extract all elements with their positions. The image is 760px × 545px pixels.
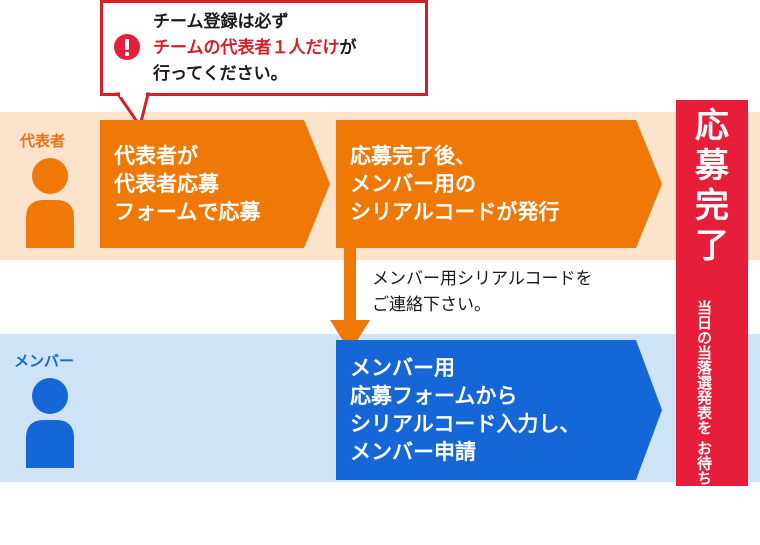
complete-char-2: 募	[695, 146, 729, 186]
step-serial-issued: 応募完了後、 メンバー用の シリアルコードが発行	[336, 120, 636, 248]
complete-char-4: 了	[695, 226, 729, 266]
notice-line-1: チーム登録は必ず	[153, 12, 289, 32]
notice-line-2: チームの代表者１人だけが	[153, 35, 357, 61]
notice-line-2-rest: が	[339, 38, 357, 58]
person-icon	[26, 158, 74, 248]
callout-tail	[115, 92, 150, 130]
contact-line-2: ご連絡下さい。	[372, 295, 491, 315]
member-step-line-3: シリアルコード入力し、	[350, 412, 581, 436]
person-icon	[26, 378, 74, 468]
arrow-right	[304, 120, 330, 248]
complete-subtitle: 当日の当落選発表を お待ち下さい。	[694, 300, 713, 545]
complete-subtitle-line-2: お待ち下さい。	[695, 440, 713, 545]
member-step-line-4: メンバー申請	[350, 440, 476, 464]
application-complete-box: 応 募 完 了 当日の当落選発表を お待ち下さい。	[676, 100, 748, 545]
step-representative-apply: 代表者が 代表者応募 フォームで応募	[100, 120, 304, 248]
contact-line-1: メンバー用シリアルコードを	[372, 269, 593, 289]
notice-callout: チーム登録は必ず チームの代表者１人だけが 行ってください。	[100, 0, 428, 96]
notice-line-3: 行ってください。	[153, 64, 288, 84]
notice-highlight: チームの代表者１人だけ	[153, 38, 340, 58]
arrow-right	[636, 340, 662, 480]
exclamation-icon	[114, 34, 140, 60]
role-label-representative: 代表者	[20, 132, 66, 150]
complete-subtitle-line-1: 当日の当落選発表を	[695, 300, 713, 435]
step1-line-2: 代表者応募	[114, 172, 219, 196]
arrow-down	[330, 248, 370, 352]
step2-line-2: メンバー用の	[350, 172, 476, 196]
complete-char-1: 応	[695, 106, 729, 146]
notice-text: チーム登録は必ず チームの代表者１人だけが 行ってください。	[153, 9, 357, 87]
member-step-line-2: 応募フォームから	[350, 384, 518, 408]
member-step-line-1: メンバー用	[350, 356, 455, 380]
complete-title: 応 募 完 了	[676, 106, 748, 266]
complete-char-3: 完	[695, 186, 729, 226]
step2-line-3: シリアルコードが発行	[350, 200, 560, 224]
step1-line-1: 代表者が	[114, 144, 198, 168]
role-label-member: メンバー	[14, 352, 75, 370]
step1-line-3: フォームで応募	[114, 200, 261, 224]
step2-line-1: 応募完了後、	[350, 144, 476, 168]
contact-note: メンバー用シリアルコードを ご連絡下さい。	[372, 266, 593, 318]
step-member-apply: メンバー用 応募フォームから シリアルコード入力し、 メンバー申請	[336, 340, 636, 480]
arrow-right	[636, 120, 662, 248]
